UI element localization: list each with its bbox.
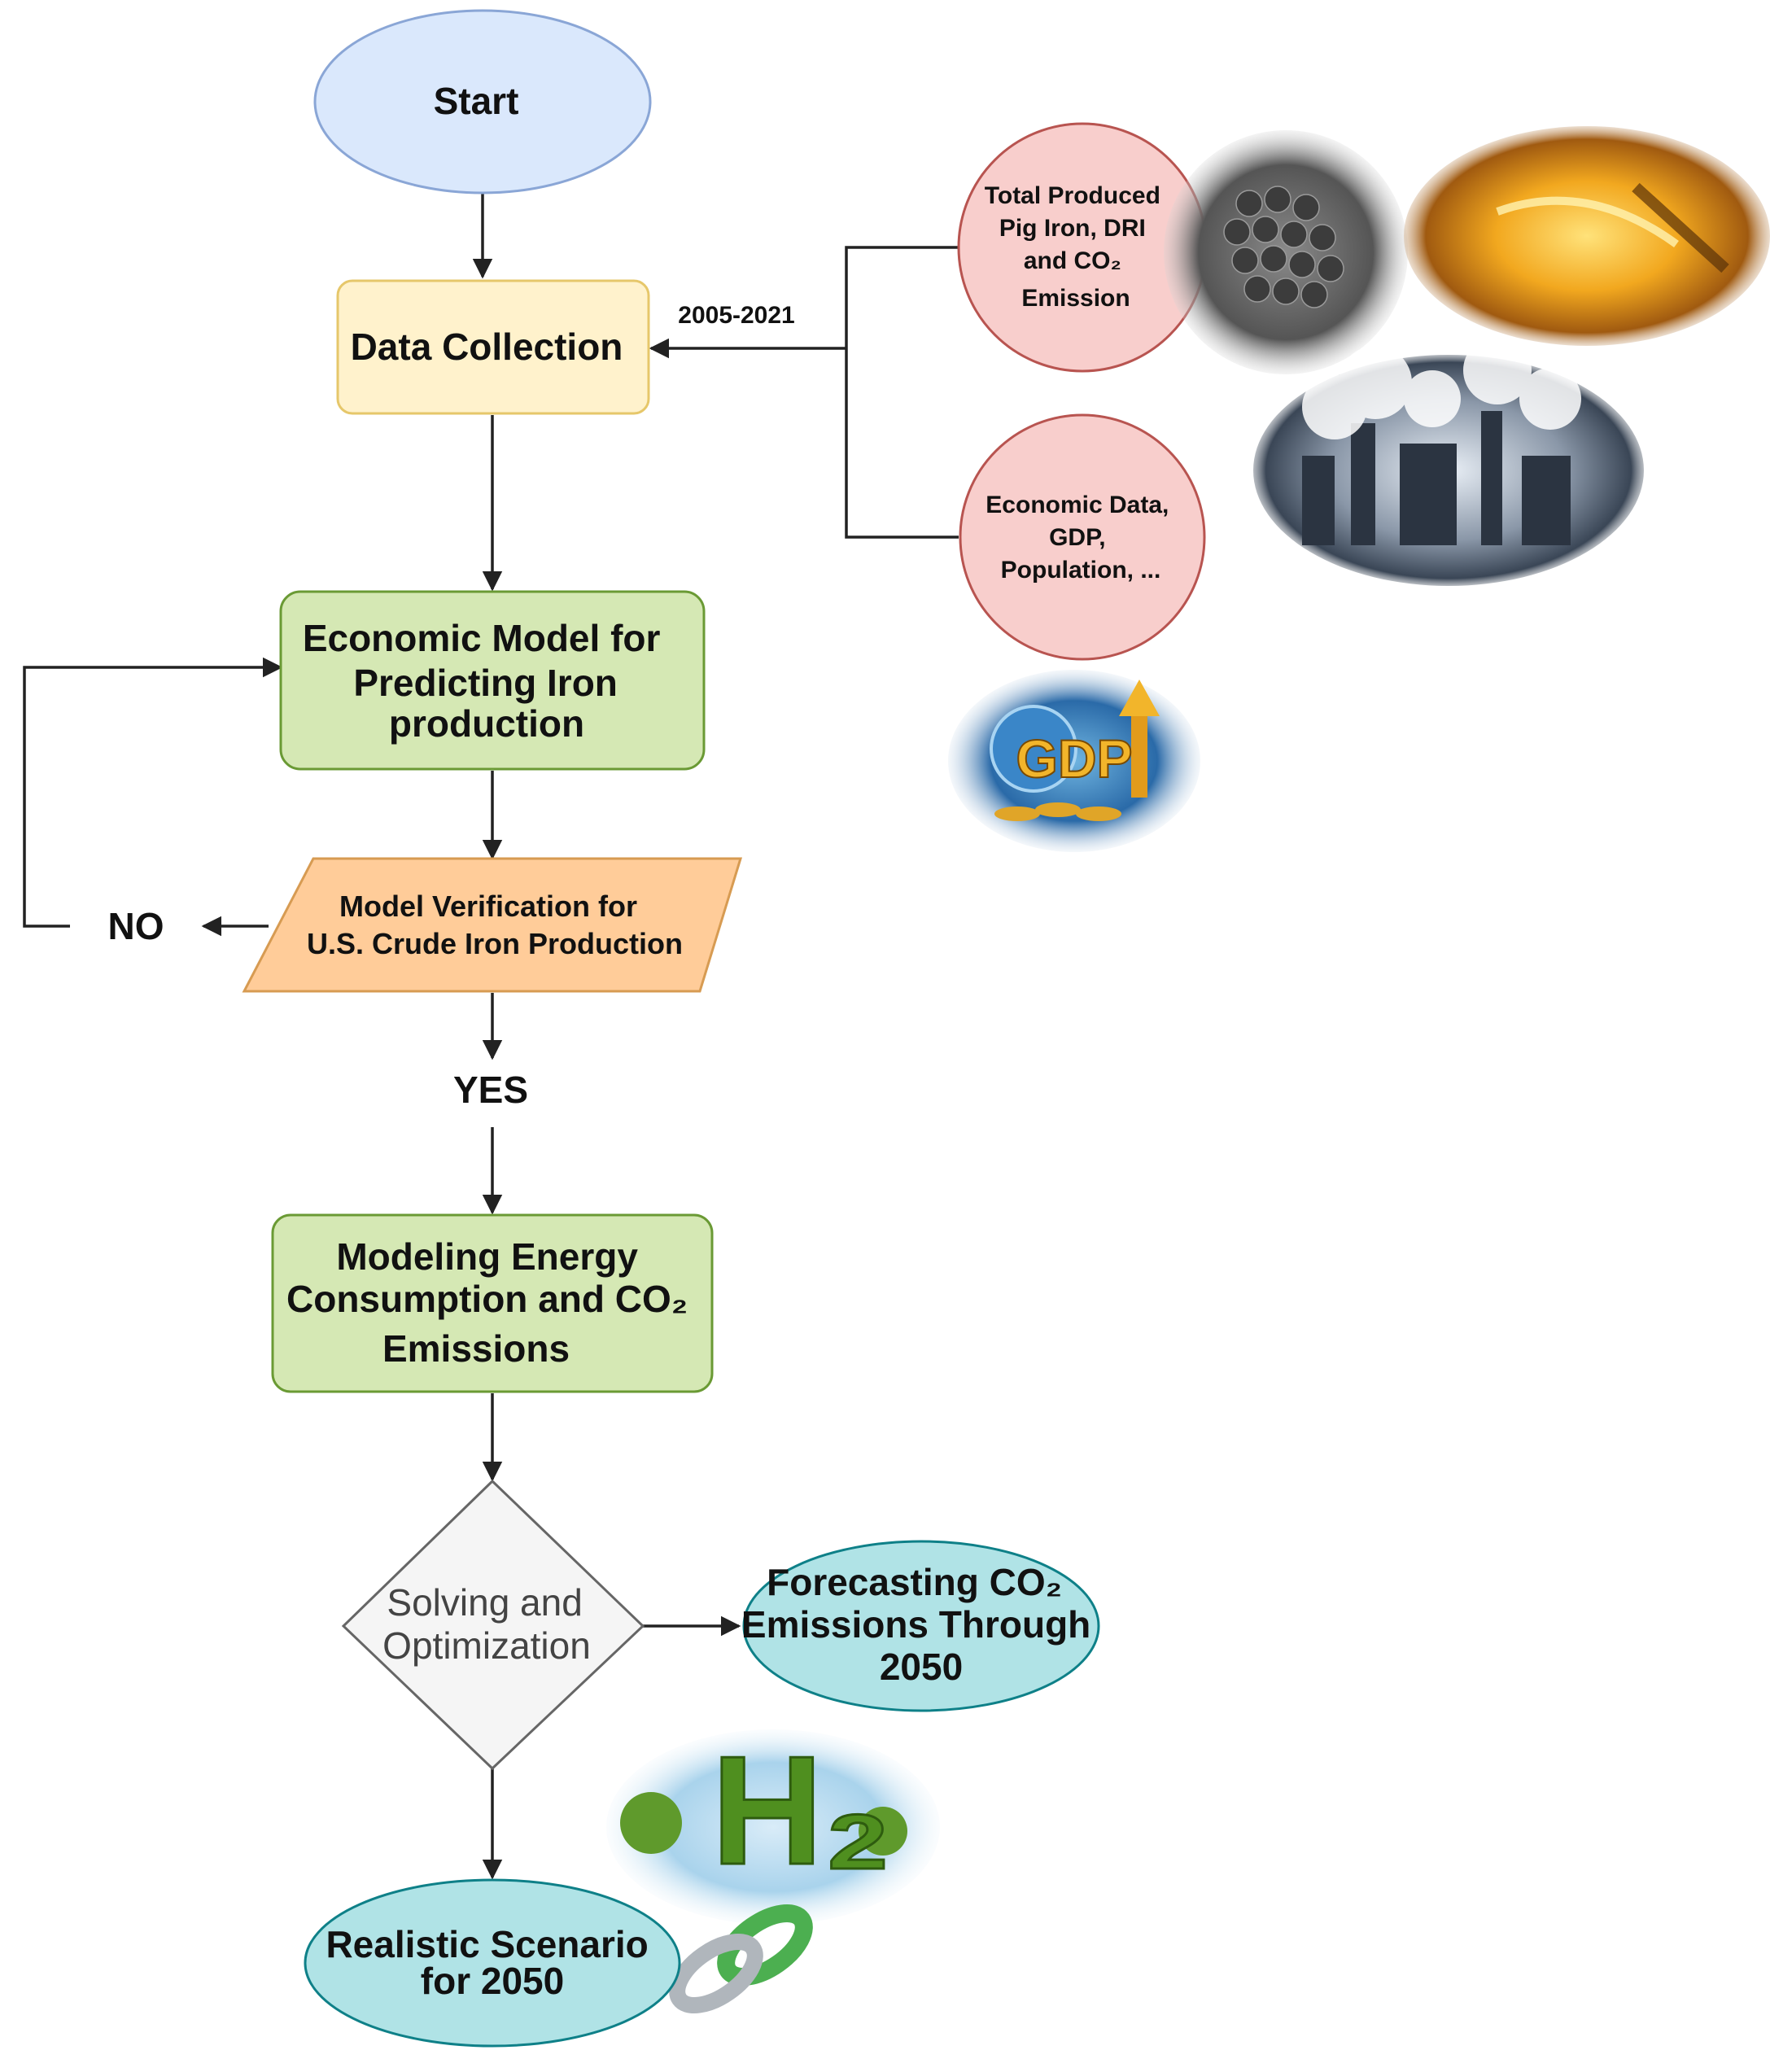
forecast-node	[742, 1540, 1100, 1712]
iron-pellets-photo	[1164, 130, 1408, 374]
edge-sources-bracket	[845, 246, 959, 539]
gdp-badge-text: GDP	[1016, 728, 1132, 789]
economic-data-line-2: GDP,	[1049, 524, 1105, 551]
energy-model-line-3: Emissions	[382, 1327, 570, 1370]
yes-branch-label: YES	[453, 1069, 528, 1111]
scenario-line-2: for 2050	[421, 1960, 564, 2002]
verification-node	[242, 857, 743, 993]
economic-model-line-2: Predicting Iron	[353, 662, 618, 704]
start-label: Start	[434, 80, 519, 122]
energy-model-label: Modeling Energy Consumption and CO₂ Emis…	[286, 1235, 698, 1370]
data-collection-node	[336, 279, 650, 415]
forecast-line-1: Forecasting CO₂	[767, 1561, 1062, 1603]
scenario-label: Realistic Scenario for 2050	[326, 1923, 658, 2002]
hydrogen-photo: H₂	[606, 1724, 940, 1925]
economic-data-line-1: Economic Data,	[986, 492, 1169, 518]
optimization-line-1: Solving and	[387, 1581, 582, 1624]
year-range-label: 2005-2021	[678, 302, 794, 329]
optimization-node	[341, 1479, 645, 1771]
scenario-line-1: Realistic Scenario	[326, 1923, 648, 1965]
verification-line-1: Model Verification for	[339, 890, 637, 923]
produced-data-line-1: Total Produced	[985, 182, 1160, 209]
hydrogen-badge-text: H₂	[711, 1724, 892, 1897]
chain-link-photo	[669, 1904, 813, 2014]
forecast-label: Forecasting CO₂ Emissions Through 2050	[741, 1561, 1101, 1688]
optimization-label: Solving and Optimization	[382, 1581, 592, 1667]
scenario-node	[304, 1878, 681, 2048]
optimization-line-2: Optimization	[382, 1624, 591, 1667]
economic-model-line-1: Economic Model for	[303, 617, 661, 659]
data-collection-label: Data Collection	[351, 326, 623, 368]
verification-label: Model Verification for U.S. Crude Iron P…	[307, 890, 683, 960]
energy-model-line-1: Modeling Energy	[336, 1235, 638, 1278]
economic-model-line-3: production	[389, 702, 584, 745]
produced-data-line-4: Emission	[1021, 285, 1130, 312]
economic-data-line-3: Population, ...	[1001, 557, 1161, 584]
molten-iron-photo	[1404, 126, 1770, 346]
forecast-line-3: 2050	[880, 1646, 963, 1688]
verification-line-2: U.S. Crude Iron Production	[307, 927, 683, 960]
produced-data-line-3: and CO₂	[1024, 247, 1121, 274]
economic-data-node	[959, 413, 1206, 661]
energy-model-line-2: Consumption and CO₂	[286, 1278, 688, 1320]
no-branch-label: NO	[108, 905, 164, 947]
edge-no-loop-back	[23, 657, 283, 928]
economic-data-label: Economic Data, GDP, Population, ...	[986, 492, 1175, 584]
produced-data-label: Total Produced Pig Iron, DRI and CO₂ Emi…	[985, 182, 1167, 312]
start-node	[313, 9, 652, 195]
produced-data-line-2: Pig Iron, DRI	[999, 215, 1146, 242]
energy-model-node	[271, 1213, 714, 1393]
economic-model-node	[279, 590, 706, 771]
economic-model-label: Economic Model for Predicting Iron produ…	[303, 617, 671, 745]
forecast-line-2: Emissions Through	[741, 1603, 1090, 1646]
steel-plant-photo	[1253, 336, 1644, 586]
gdp-photo: GDP	[948, 670, 1200, 852]
